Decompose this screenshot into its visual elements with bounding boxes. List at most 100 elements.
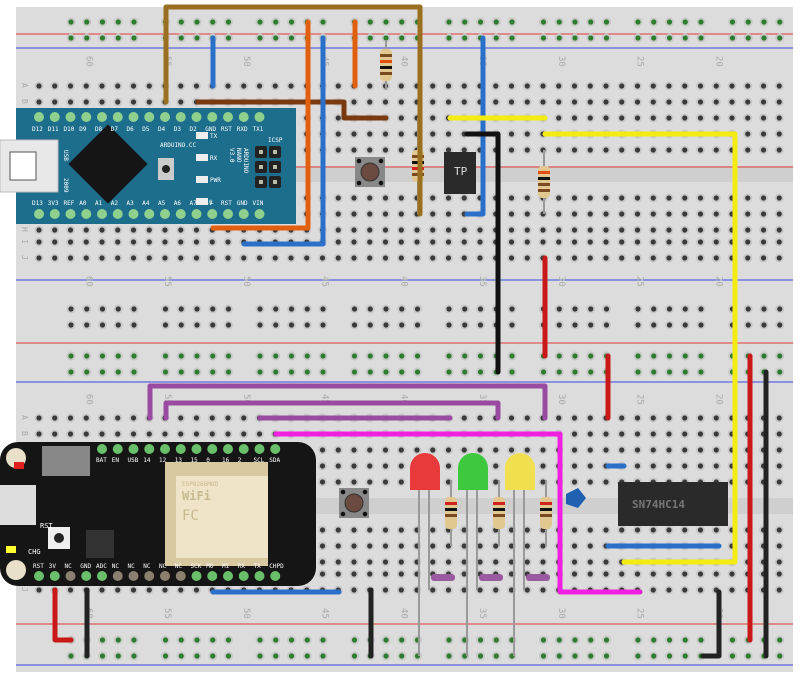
terminal-hole[interactable]: [445, 195, 452, 201]
terminal-hole[interactable]: [493, 83, 499, 89]
terminal-hole[interactable]: [130, 255, 137, 261]
terminal-hole[interactable]: [445, 99, 452, 105]
wire-dark-brown[interactable]: [195, 99, 389, 121]
terminal-hole[interactable]: [477, 415, 483, 421]
terminal-hole[interactable]: [461, 587, 467, 593]
rail-hole[interactable]: [304, 369, 310, 375]
terminal-hole[interactable]: [587, 99, 593, 105]
terminal-hole[interactable]: [571, 447, 578, 453]
terminal-hole[interactable]: [650, 527, 656, 533]
terminal-hole[interactable]: [398, 479, 404, 485]
terminal-hole[interactable]: [36, 415, 42, 421]
rail-hole[interactable]: [603, 653, 610, 659]
terminal-hole[interactable]: [272, 255, 278, 261]
terminal-hole[interactable]: [335, 255, 341, 261]
rail-hole[interactable]: [666, 322, 673, 328]
terminal-hole[interactable]: [571, 239, 578, 245]
terminal-hole[interactable]: [760, 211, 767, 217]
terminal-hole[interactable]: [697, 195, 704, 201]
nano-pin-5v[interactable]: [207, 209, 218, 219]
terminal-hole[interactable]: [760, 227, 767, 233]
terminal-hole[interactable]: [508, 227, 515, 233]
rail-hole[interactable]: [383, 19, 389, 25]
terminal-hole[interactable]: [666, 587, 672, 593]
terminal-hole[interactable]: [398, 543, 404, 549]
rail-hole[interactable]: [588, 19, 594, 25]
rail-hole[interactable]: [682, 306, 688, 312]
terminal-hole[interactable]: [461, 447, 467, 453]
terminal-hole[interactable]: [603, 527, 609, 533]
rail-hole[interactable]: [178, 637, 184, 643]
terminal-hole[interactable]: [587, 559, 593, 565]
terminal-hole[interactable]: [650, 147, 656, 153]
rail-hole[interactable]: [729, 35, 736, 41]
rail-hole[interactable]: [273, 353, 279, 359]
rail-hole[interactable]: [635, 322, 641, 328]
rail-hole[interactable]: [68, 306, 74, 312]
terminal-hole[interactable]: [524, 211, 530, 217]
terminal-hole[interactable]: [382, 587, 389, 593]
terminal-hole[interactable]: [351, 227, 357, 233]
rail-hole[interactable]: [477, 322, 484, 328]
terminal-hole[interactable]: [209, 431, 215, 437]
terminal-hole[interactable]: [760, 115, 767, 121]
terminal-hole[interactable]: [524, 415, 530, 421]
terminal-hole[interactable]: [430, 543, 436, 549]
rail-hole[interactable]: [682, 19, 688, 25]
terminal-hole[interactable]: [367, 195, 373, 201]
terminal-hole[interactable]: [776, 543, 782, 549]
terminal-hole[interactable]: [682, 447, 688, 453]
wire-black-1[interactable]: [464, 131, 501, 375]
wire-orange-1[interactable]: [210, 19, 311, 231]
terminal-hole[interactable]: [634, 83, 641, 89]
rail-hole[interactable]: [351, 653, 358, 659]
terminal-hole[interactable]: [398, 147, 404, 153]
nano-pin-d4[interactable]: [160, 112, 170, 122]
terminal-hole[interactable]: [619, 195, 625, 201]
terminal-hole[interactable]: [430, 99, 436, 105]
rail-hole[interactable]: [414, 353, 421, 359]
terminal-hole[interactable]: [634, 431, 641, 437]
terminal-hole[interactable]: [713, 571, 719, 577]
rail-hole[interactable]: [320, 322, 326, 328]
rail-hole[interactable]: [777, 322, 783, 328]
terminal-hole[interactable]: [634, 147, 641, 153]
nano-pin-tx1[interactable]: [254, 112, 265, 122]
rail-hole[interactable]: [603, 35, 610, 41]
terminal-hole[interactable]: [398, 559, 404, 565]
rail-hole[interactable]: [99, 19, 106, 25]
terminal-hole[interactable]: [382, 543, 389, 549]
pushbutton-top[interactable]: [355, 157, 385, 187]
terminal-hole[interactable]: [650, 431, 656, 437]
rail-hole[interactable]: [162, 306, 169, 312]
terminal-hole[interactable]: [52, 83, 58, 89]
terminal-hole[interactable]: [524, 255, 530, 261]
terminal-hole[interactable]: [682, 431, 688, 437]
terminal-hole[interactable]: [508, 255, 515, 261]
terminal-hole[interactable]: [587, 255, 593, 261]
terminal-hole[interactable]: [508, 527, 515, 533]
terminal-hole[interactable]: [508, 559, 515, 565]
rail-hole[interactable]: [68, 353, 74, 359]
terminal-hole[interactable]: [682, 147, 688, 153]
rail-hole[interactable]: [509, 353, 515, 359]
terminal-hole[interactable]: [430, 527, 436, 533]
terminal-hole[interactable]: [398, 447, 404, 453]
rail-hole[interactable]: [777, 653, 783, 659]
rail-hole[interactable]: [698, 306, 704, 312]
terminal-hole[interactable]: [414, 447, 420, 453]
terminal-hole[interactable]: [52, 99, 58, 105]
rail-hole[interactable]: [556, 653, 562, 659]
terminal-hole[interactable]: [430, 83, 436, 89]
terminal-hole[interactable]: [445, 147, 452, 153]
terminal-hole[interactable]: [697, 239, 704, 245]
rail-hole[interactable]: [572, 637, 578, 643]
terminal-hole[interactable]: [713, 99, 719, 105]
led-resistor[interactable]: [445, 480, 457, 546]
terminal-hole[interactable]: [115, 227, 121, 233]
terminal-hole[interactable]: [430, 559, 436, 565]
terminal-hole[interactable]: [571, 527, 578, 533]
terminal-hole[interactable]: [571, 571, 578, 577]
terminal-hole[interactable]: [682, 195, 688, 201]
wire-purple-2[interactable]: [163, 400, 501, 421]
